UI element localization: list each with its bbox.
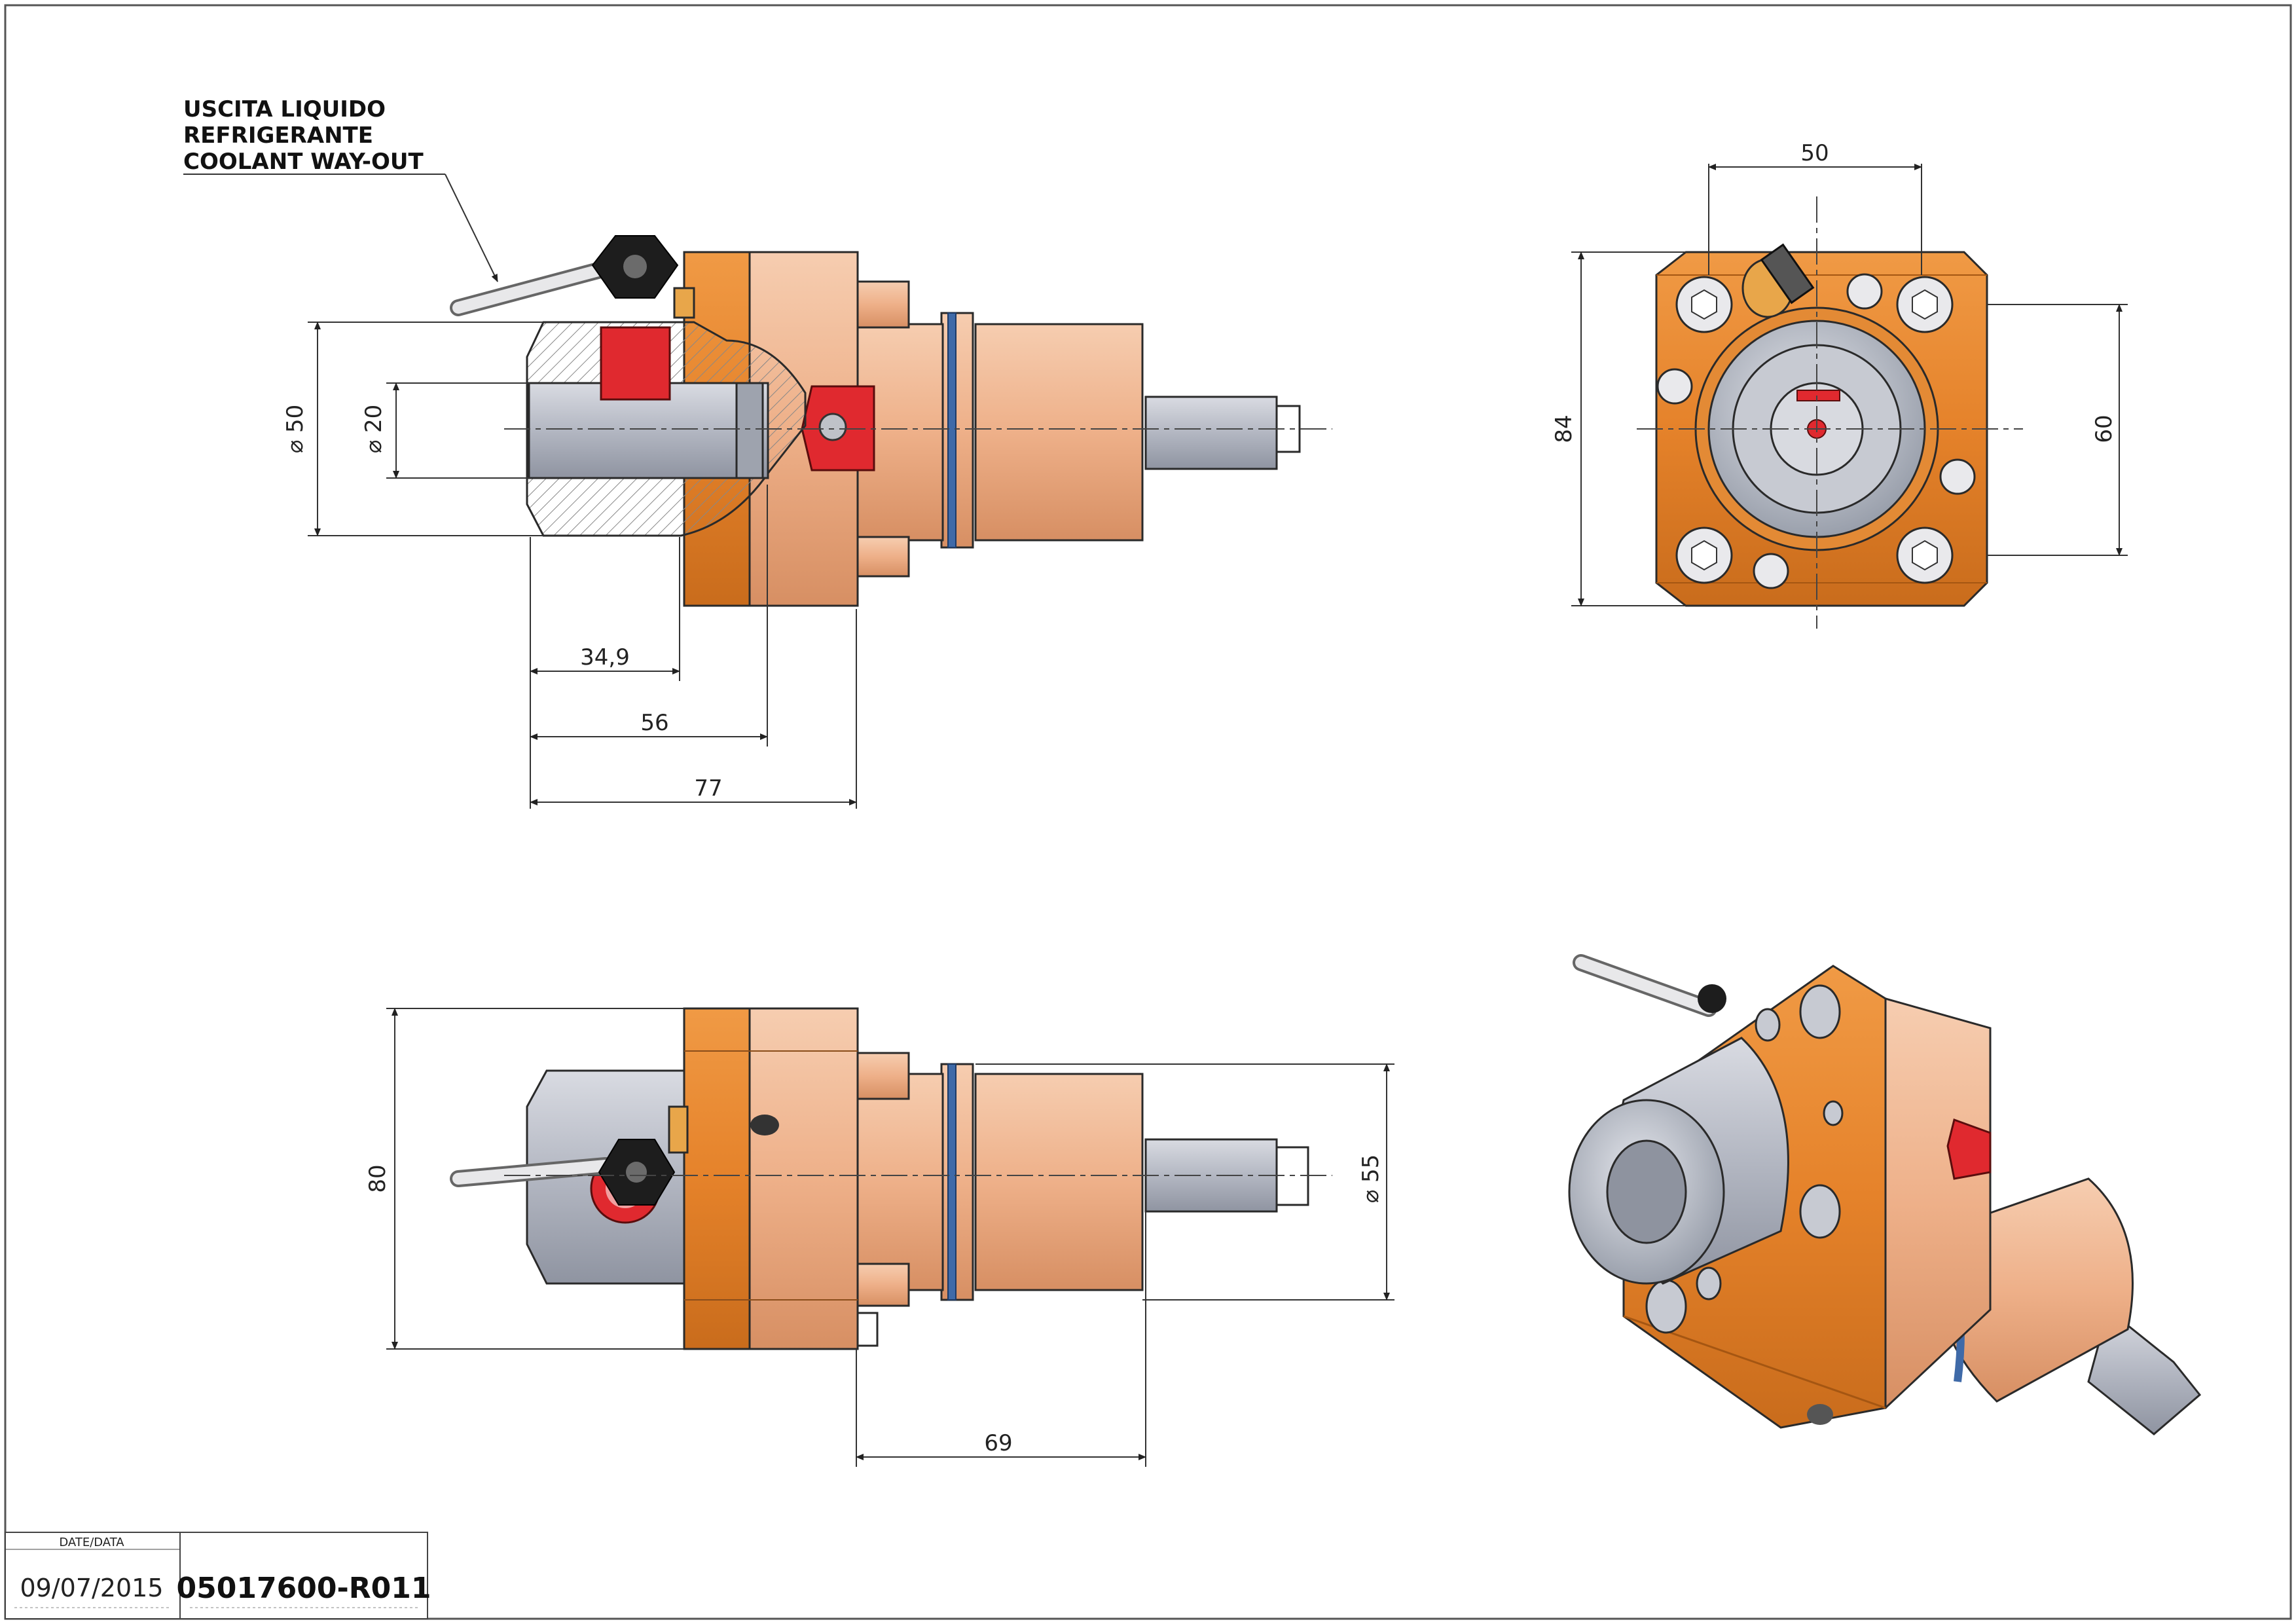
iso-bore xyxy=(1606,1139,1687,1244)
dim-dia-55: ⌀ 55 xyxy=(1358,1154,1384,1204)
sheet-border xyxy=(4,4,2292,1620)
coolant-label: USCITA LIQUIDO REFRIGERANTE COOLANT WAY-… xyxy=(183,96,498,282)
drive-shaft xyxy=(1144,396,1278,470)
key-screw xyxy=(818,413,847,441)
coolant-label-line1: USCITA LIQUIDO xyxy=(183,96,386,122)
dim-69: 69 xyxy=(984,1430,1012,1456)
side-flange-plate xyxy=(683,1007,751,1350)
end-key-slot xyxy=(1796,390,1840,401)
side-rear-housing xyxy=(974,1073,1144,1291)
iso-red-key xyxy=(1946,1118,1992,1180)
coolant-label-line2: REFRIGERANTE xyxy=(183,122,373,149)
section-view-dimensions: ⌀ 50 ⌀ 20 34,9 56 77 xyxy=(282,322,857,809)
bore-stop xyxy=(735,382,764,479)
seal-ring xyxy=(940,312,974,549)
red-coolant-nut xyxy=(600,326,671,401)
dim-77: 77 xyxy=(694,775,722,802)
date-label: DATE/DATA xyxy=(59,1536,124,1549)
dim-top-50: 50 xyxy=(1800,140,1829,166)
shaft-tang xyxy=(1275,397,1301,469)
end-coolant-fitting xyxy=(1760,243,1815,304)
end-view xyxy=(1637,196,2023,629)
drawing-date: 09/07/2015 xyxy=(20,1574,163,1602)
dim-dia-20: ⌀ 20 xyxy=(361,405,387,454)
dim-60: 60 xyxy=(2091,415,2117,443)
end-view-dimensions: 50 84 60 xyxy=(1551,140,2128,606)
dim-56: 56 xyxy=(640,710,668,736)
dim-dia-50: ⌀ 50 xyxy=(282,405,308,454)
dim-80: 80 xyxy=(365,1164,391,1192)
top-screw xyxy=(856,280,910,329)
isometric-view xyxy=(1568,954,2202,1435)
coolant-label-line3: COOLANT WAY-OUT xyxy=(183,149,424,175)
side-blue-seal xyxy=(947,1063,957,1301)
dim-84: 84 xyxy=(1551,415,1577,443)
section-view xyxy=(450,235,1332,607)
side-hole xyxy=(750,1115,779,1135)
iso-shaft xyxy=(2087,1308,2202,1435)
rear-housing xyxy=(974,323,1144,542)
end-bolts xyxy=(1656,273,1976,589)
blue-seal xyxy=(947,312,957,548)
drawing-code: 05017600-R011 xyxy=(177,1572,431,1605)
title-block: DATE/DATA 09/07/2015 05017600-R011 xyxy=(5,1532,431,1619)
side-view xyxy=(450,1007,1332,1350)
side-view-dimensions: 80 ⌀ 55 69 xyxy=(365,1008,1394,1467)
bottom-screw xyxy=(856,536,910,578)
dim-34-9: 34,9 xyxy=(580,644,630,671)
coolant-leader xyxy=(445,174,498,282)
